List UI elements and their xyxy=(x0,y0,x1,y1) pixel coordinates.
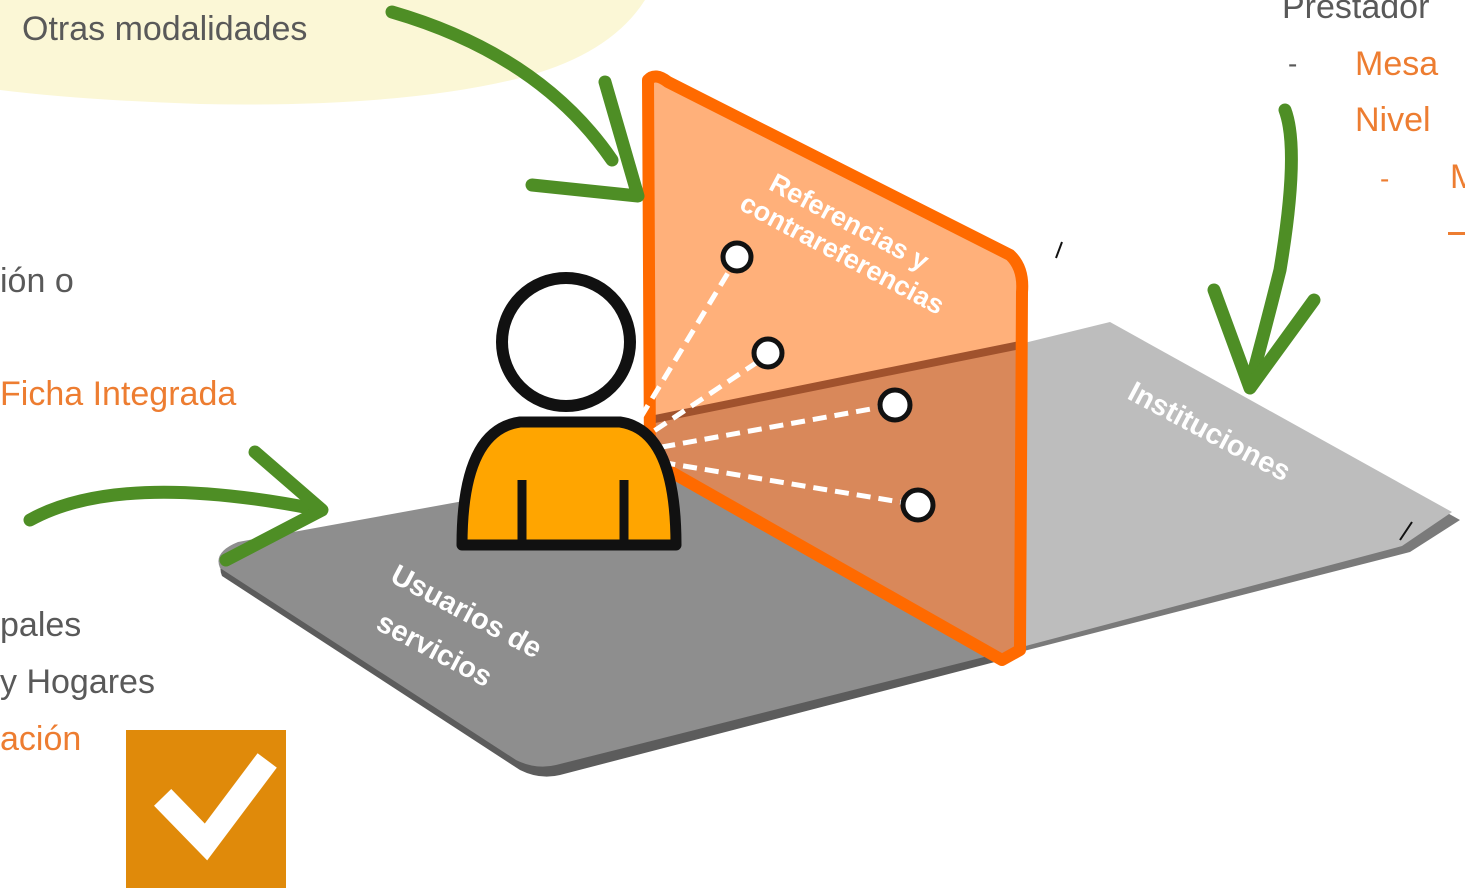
otras-modalidades-text: Otras modalidades xyxy=(22,10,308,48)
referencias-panel-upper xyxy=(648,76,1023,420)
nivel-text: Nivel xyxy=(1355,101,1431,139)
y-hogares-text: y Hogares xyxy=(0,663,155,701)
user-icon xyxy=(456,272,682,551)
ficha-integrada-text: Ficha Integrada xyxy=(0,375,237,413)
dash-1: - xyxy=(1288,48,1298,79)
dash-2: - xyxy=(1380,163,1390,194)
mesa-text: Mesa xyxy=(1355,45,1439,83)
orange-dash-line xyxy=(1448,232,1465,235)
small-mark-right xyxy=(1399,521,1413,541)
small-mark xyxy=(1055,241,1063,259)
m-text: M xyxy=(1450,158,1465,196)
platform-left xyxy=(218,462,1020,767)
referencias-panel-border xyxy=(642,70,1029,666)
referencias-panel-divider xyxy=(649,341,1021,424)
platform-right xyxy=(1016,322,1452,648)
check-icon xyxy=(126,730,286,888)
pales-text: pales xyxy=(0,606,82,644)
ion-o-text: ión o xyxy=(0,262,74,300)
referencias-panel-lower xyxy=(650,345,1020,660)
arrow-icon xyxy=(23,5,1321,567)
node-dots xyxy=(720,240,936,523)
yellow-bubble xyxy=(0,0,645,105)
acion-text: ación xyxy=(0,720,82,758)
prestador-text: Prestador xyxy=(1282,0,1430,26)
